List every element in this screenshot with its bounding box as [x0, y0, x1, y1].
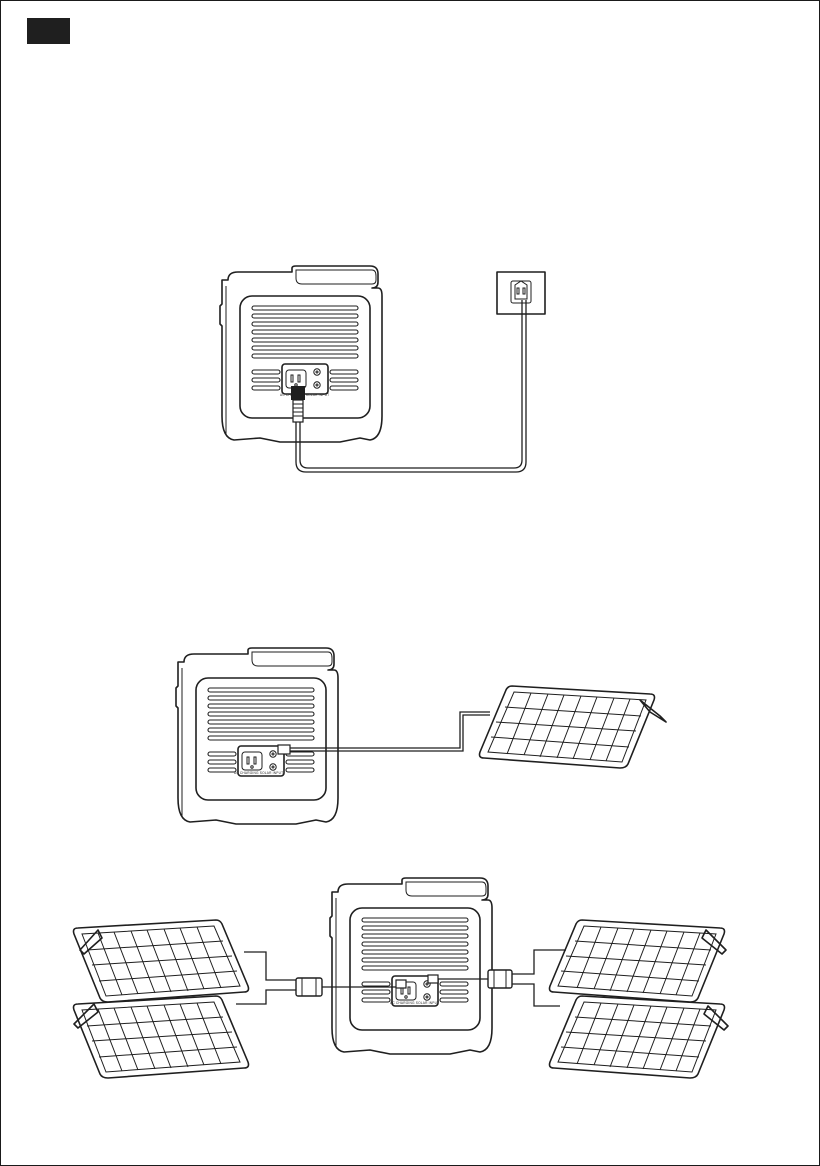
solar-panel-icon [550, 996, 725, 1078]
solar-panel-icon [550, 920, 725, 1002]
right-panel-cable-top [512, 950, 566, 974]
power-station-icon [330, 878, 492, 1054]
left-panel-cable-top [244, 952, 296, 980]
power-station-icon [176, 648, 338, 824]
left-parallel-connector-icon [296, 978, 322, 996]
station-port-label: AC CHARGING SOLAR INPUT [234, 771, 283, 775]
solar-panel-icon [74, 996, 249, 1078]
right-panel-cable-bottom [512, 984, 560, 1006]
ac-plug-icon [291, 386, 305, 400]
solar-panel-icon [480, 686, 655, 768]
wall-outlet-icon [497, 272, 545, 314]
ac-charging-illustration: AC CHARGING SOLAR INPUT [220, 266, 545, 472]
dual-solar-illustration: AC CHARGING SOLAR INPUT [74, 878, 729, 1078]
right-parallel-connector-icon [488, 970, 512, 988]
solar-cable [290, 712, 490, 748]
single-solar-illustration: AC CHARGING SOLAR INPUT [176, 648, 666, 824]
station-port-label: AC CHARGING SOLAR INPUT [390, 1001, 439, 1005]
